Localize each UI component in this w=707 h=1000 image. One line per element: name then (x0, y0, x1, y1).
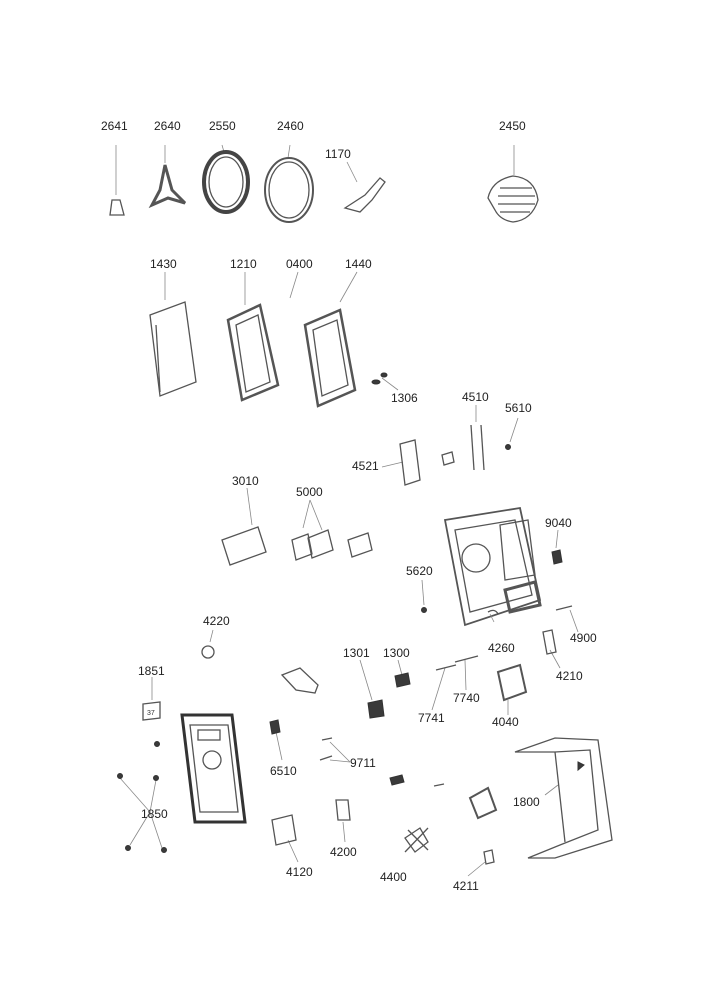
part-bracket-right (468, 786, 498, 820)
part-4040 (496, 663, 528, 715)
callout-6510: 6510 (270, 764, 297, 778)
callout-2550: 2550 (209, 119, 236, 133)
part-4521 (381, 439, 455, 486)
part-7741 (431, 664, 457, 711)
callout-4211: 4211 (453, 879, 479, 893)
part-4510 (470, 405, 485, 471)
part-bracket (280, 667, 319, 694)
part-1430 (149, 272, 197, 397)
part-4900 (555, 605, 579, 633)
part-4210 (542, 629, 561, 669)
part-1301 (359, 659, 385, 719)
part-2640 (148, 145, 187, 209)
callout-4400: 4400 (380, 870, 407, 884)
callout-1851: 1851 (138, 664, 165, 678)
part-0400 (289, 271, 299, 299)
part-5610 (505, 417, 519, 450)
callout-9711: 9711 (350, 756, 376, 770)
part-2641 (109, 145, 125, 216)
callout-7740: 7740 (453, 691, 480, 705)
part-3010 (221, 487, 267, 566)
part-cavity (443, 506, 542, 627)
callout-9040: 9040 (545, 516, 572, 530)
callout-1170: 1170 (325, 147, 351, 161)
callout-2641: 2641 (101, 119, 128, 133)
callout-4200: 4200 (330, 845, 357, 859)
part-1800 (514, 737, 613, 859)
callout-1300: 1300 (383, 646, 410, 660)
callout-2460: 2460 (277, 119, 304, 133)
callout-4260: 4260 (488, 641, 515, 655)
callout-3010: 3010 (232, 474, 259, 488)
callout-7741: 7741 (418, 711, 445, 725)
part-4120 (271, 814, 299, 863)
callout-1440: 1440 (345, 257, 372, 271)
part-1440 (303, 271, 358, 408)
callout-1306: 1306 (391, 391, 418, 405)
callout-0400: 0400 (286, 257, 313, 271)
svg-text:37: 37 (147, 710, 155, 717)
part-6510 (269, 719, 283, 761)
callout-1800: 1800 (513, 795, 540, 809)
callout-1301: 1301 (343, 646, 370, 660)
part-2550 (202, 144, 250, 214)
callout-4040: 4040 (492, 715, 519, 729)
callout-5610: 5610 (505, 401, 532, 415)
part-1210 (226, 272, 280, 402)
callout-2450: 2450 (499, 119, 526, 133)
part-4211 (467, 849, 495, 877)
part-4200 (335, 799, 351, 843)
part-2460 (264, 144, 314, 223)
callout-2640: 2640 (154, 119, 181, 133)
part-4260 (487, 609, 499, 623)
part-2450 (487, 145, 539, 223)
callout-5620: 5620 (406, 564, 433, 578)
part-1170 (343, 161, 386, 213)
part-control-panel (180, 713, 247, 824)
part-screws (389, 774, 445, 787)
callout-4900: 4900 (570, 631, 597, 645)
callout-1210: 1210 (230, 257, 257, 271)
part-1300 (394, 659, 411, 688)
callout-1850: 1850 (141, 807, 168, 821)
part-5620 (421, 579, 427, 613)
part-4220 (201, 629, 215, 659)
part-9040 (551, 529, 563, 565)
callout-1430: 1430 (150, 257, 177, 271)
part-1850 (117, 773, 167, 853)
part-7740 (454, 655, 479, 691)
callout-4220: 4220 (203, 614, 230, 628)
callout-4510: 4510 (462, 390, 489, 404)
part-1306 (371, 372, 399, 391)
part-1851: 37 (142, 677, 161, 747)
callout-5000: 5000 (296, 485, 323, 499)
callout-4120: 4120 (286, 865, 313, 879)
part-9711 (319, 737, 351, 763)
part-4400 (404, 827, 429, 853)
part-5000 (291, 499, 373, 561)
callout-4521: 4521 (352, 459, 379, 473)
callout-4210: 4210 (556, 669, 583, 683)
